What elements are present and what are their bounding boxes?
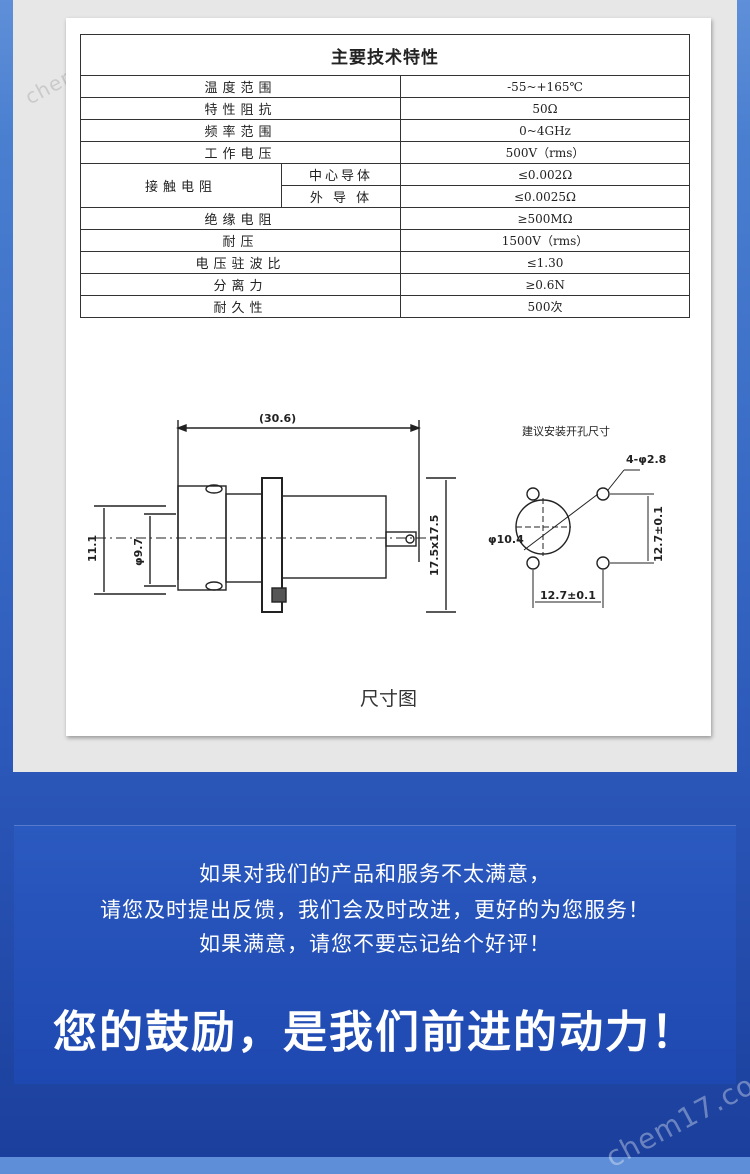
message-band [14,825,736,1084]
center-diameter-label: φ10.4 [488,533,524,546]
spec-value: 0~4GHz [399,119,691,142]
table-row: 耐久性 500次 [80,295,691,318]
product-panel: chem17.com 主要技术特性 温度范围 -55~+165℃ 特性阻抗 50… [13,0,737,772]
table-row: 工作电压 500V（rms） [80,141,691,164]
bayonet-pin [205,581,223,591]
flange-size-label: 17.5x17.5 [428,515,441,576]
mounting-hole [596,556,610,570]
table-row: 耐压 1500V（rms） [80,229,691,252]
spec-label: 工作电压 [80,141,401,164]
dimension-arrows [176,423,421,433]
leader-line [607,469,625,491]
spec-label: 特性阻抗 [80,97,401,120]
horizontal-pitch-label: 12.7±0.1 [540,589,596,602]
table-row: 分离力 ≥0.6N [80,273,691,296]
spec-sub-label: 外 导 体 [281,185,401,208]
table-row: 接触电阻 中心导体 ≤0.002Ω [80,163,691,208]
table-row: 电压驻波比 ≤1.30 [80,251,691,274]
bayonet-pin [205,484,223,494]
spec-sub-label: 中心导体 [281,163,401,186]
drawing-caption: 尺寸图 [359,688,417,710]
message-line-1: 如果对我们的产品和服务不太满意， [199,862,551,886]
message-line-2: 请您及时提出反馈，我们会及时改进，更好的为您服务！ [100,898,650,922]
spec-label: 电压驻波比 [80,251,401,274]
inner-diameter-label: φ9.7 [132,538,145,566]
mounting-hole [526,556,540,570]
spec-card: 主要技术特性 温度范围 -55~+165℃ 特性阻抗 50Ω 频率范围 0~4G… [66,18,711,736]
spec-label: 耐压 [80,229,401,252]
spec-value: ≤0.002Ω [399,163,691,186]
mount-title: 建议安装开孔尺寸 [522,424,610,438]
message-line-3: 如果满意，请您不要忘记给个好评！ [199,932,551,956]
spec-value: ≥500MΩ [399,207,691,230]
spec-label: 温度范围 [80,75,401,98]
spec-table: 主要技术特性 温度范围 -55~+165℃ 特性阻抗 50Ω 频率范围 0~4G… [79,34,691,318]
table-row: 频率范围 0~4GHz [80,119,691,142]
table-row: 绝缘电阻 ≥500MΩ [80,207,691,230]
spec-value: ≤0.0025Ω [399,185,691,208]
hole-diameter-label: 4-φ2.8 [626,453,666,466]
spec-label: 分离力 [80,273,401,296]
spec-value: -55~+165℃ [399,75,691,98]
flange-mark [271,587,287,603]
spec-value: ≤1.30 [399,251,691,274]
spec-value: 1500V（rms） [399,229,691,252]
spec-table-title: 主要技术特性 [79,34,691,76]
mounting-hole [526,487,540,501]
spec-value: 500V（rms） [399,141,691,164]
leader-line [523,493,599,551]
spec-value: ≥0.6N [399,273,691,296]
vertical-pitch-label: 12.7±0.1 [652,506,665,562]
outer-height-label: 11.1 [86,535,99,562]
rear-body [281,495,387,579]
spec-label: 绝缘电阻 [80,207,401,230]
solder-hole [405,534,415,544]
spec-label: 耐久性 [80,295,401,318]
spec-label: 接触电阻 [80,163,282,208]
table-row: 温度范围 -55~+165℃ [80,75,691,98]
mounting-hole [596,487,610,501]
dimension-drawing: (30.6) 11.1 φ9.7 17.5x17.5 建议安装开孔尺寸 4-φ2… [86,412,666,613]
overall-length-label: (30.6) [259,412,296,425]
table-title-row: 主要技术特性 [79,34,691,76]
spec-value: 500次 [399,295,691,318]
spec-value: 50Ω [399,97,691,120]
slogan: 您的鼓励，是我们前进的动力！ [53,1007,697,1058]
table-row: 特性阻抗 50Ω [80,97,691,120]
solder-cup [385,531,417,547]
spec-label: 频率范围 [80,119,401,142]
